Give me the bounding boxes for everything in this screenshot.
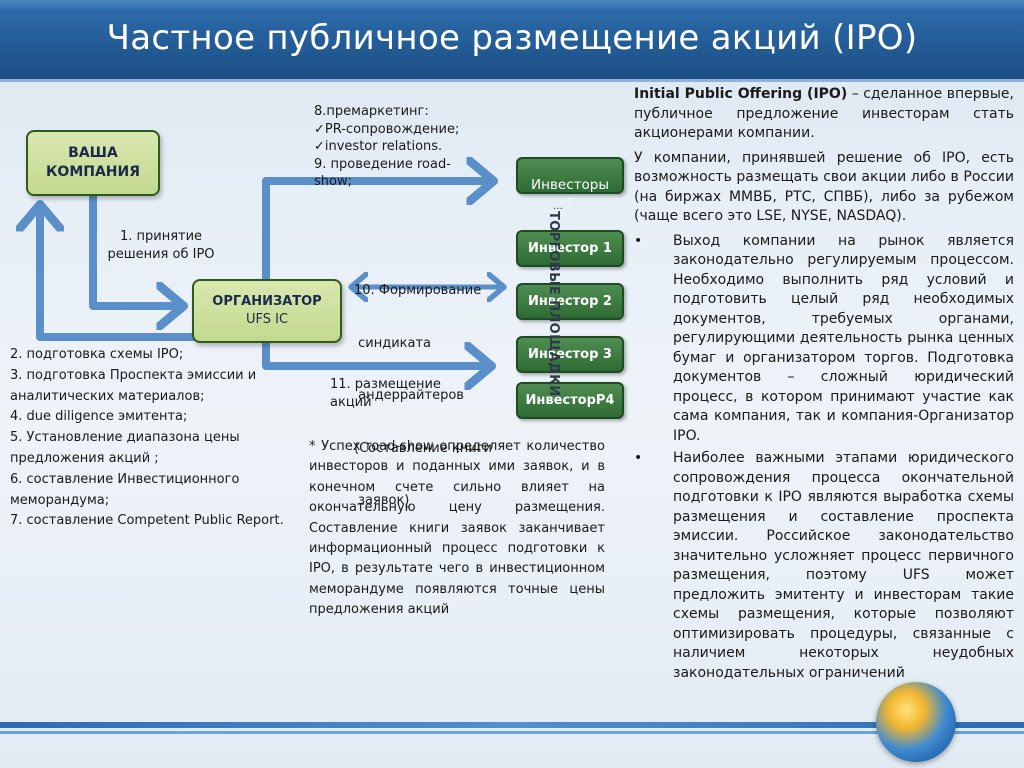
ipo-term: Initial Public Offering (IPO) — [634, 86, 848, 102]
ipo-markets-paragraph: У компании, принявшей решение об IPO, ес… — [634, 149, 1014, 225]
slide-title: Частное публичное размещение акций (IPO) — [106, 18, 918, 58]
premarketing-line: ✓investor relations. — [314, 139, 443, 154]
footer-line-thin — [0, 731, 1024, 734]
steps-list-item: 2. подготовка схемы IPO; — [10, 347, 184, 362]
investors-box: Инвесторы ; — [516, 157, 624, 209]
step-1-text: 1. принятие решения об IPO — [107, 229, 215, 262]
steps-list-item: 4. due diligence эмитента; — [10, 409, 188, 425]
arrow-organizer-to-investors — [262, 181, 492, 279]
ipo-description: Initial Public Offering (IPO) – сделанно… — [634, 85, 1014, 686]
premarketing-line: 8.премаркетинг: — [314, 104, 429, 119]
bullet-paragraph: • Выход компании на рынок является закон… — [634, 232, 1014, 447]
arrow-company-to-organizer — [89, 196, 182, 306]
steps-list-item: 3. подготовка Проспекта эмиссии и аналит… — [10, 367, 257, 404]
bullet-paragraph: • Наиболее важными этапами юридического … — [634, 449, 1014, 683]
bullet-text: Выход компании на рынок является законод… — [673, 232, 1014, 444]
investor-2-box: Инвестор 2 — [516, 283, 624, 320]
title-bar-strip — [0, 0, 1024, 10]
ipo-definition-rest: – сделанное впервые, публичное предложен… — [634, 86, 1014, 141]
investors-box-label: Инвесторы ; — [531, 177, 609, 209]
step-10-text: 10. Формирование синдиката андеррайтеров… — [354, 247, 504, 527]
step-10-line: андеррайтеров — [354, 388, 464, 403]
road-show-note: * Успех road-show определяет количество … — [309, 439, 605, 618]
title-bar: Частное публичное размещение акций (IPO) — [0, 0, 1024, 82]
investor-1-box: Инвестор 1 — [516, 230, 624, 267]
organizer-box-name: ОРГАНИЗАТОР — [212, 294, 322, 309]
premarketing-line: ✓PR-сопровождение; — [314, 121, 460, 137]
step-10-line: синдиката — [354, 335, 432, 351]
step-11-text: 11. размещение акций — [330, 377, 441, 410]
steps-list: 2. подготовка схемы IPO; 3. подготовка П… — [10, 345, 310, 532]
company-box-label: ВАША КОМПАНИЯ — [45, 145, 141, 180]
arrow-organizer-to-placement — [262, 343, 490, 366]
investors-ellipsis: … — [553, 201, 563, 212]
step-10-line: (Составление книги — [354, 440, 492, 456]
step-10-line: 10. Формирование — [354, 283, 482, 298]
step-10-line: заявок) — [354, 493, 410, 508]
organizer-box-sub: UFS IC — [245, 312, 289, 327]
investor-3-box: Инвестор 3 — [516, 336, 624, 373]
premarketing-line: show; — [314, 174, 352, 189]
bullet-text: Наиболее важными этапами юридического со… — [673, 450, 1014, 681]
steps-list-item: 5. Установление диапазона цены предложен… — [10, 430, 240, 466]
premarketing-text: 8.премаркетинг: ✓PR-сопровождение; ✓inve… — [314, 103, 474, 191]
trading-platforms-label: ТОРГОВЫЕ ПЛОЩАДКИ — [546, 211, 561, 397]
footer-line — [0, 722, 1024, 728]
organizer-box: ОРГАНИЗАТОР UFS IC — [192, 279, 342, 343]
bullet-icon: • — [634, 450, 643, 466]
bullet-icon: • — [634, 232, 643, 249]
investor-4-box: ИнвесторР4 — [516, 382, 624, 419]
steps-list-item: 7. составление Competent Public Report. — [10, 513, 284, 529]
company-box: ВАША КОМПАНИЯ — [26, 130, 160, 196]
steps-list-item: 6. составление Инвестиционного меморанду… — [10, 471, 240, 508]
premarketing-line: 9. проведение road- — [314, 156, 451, 172]
ipo-definition: Initial Public Offering (IPO) – сделанно… — [634, 85, 1014, 144]
globe-icon — [876, 682, 956, 762]
